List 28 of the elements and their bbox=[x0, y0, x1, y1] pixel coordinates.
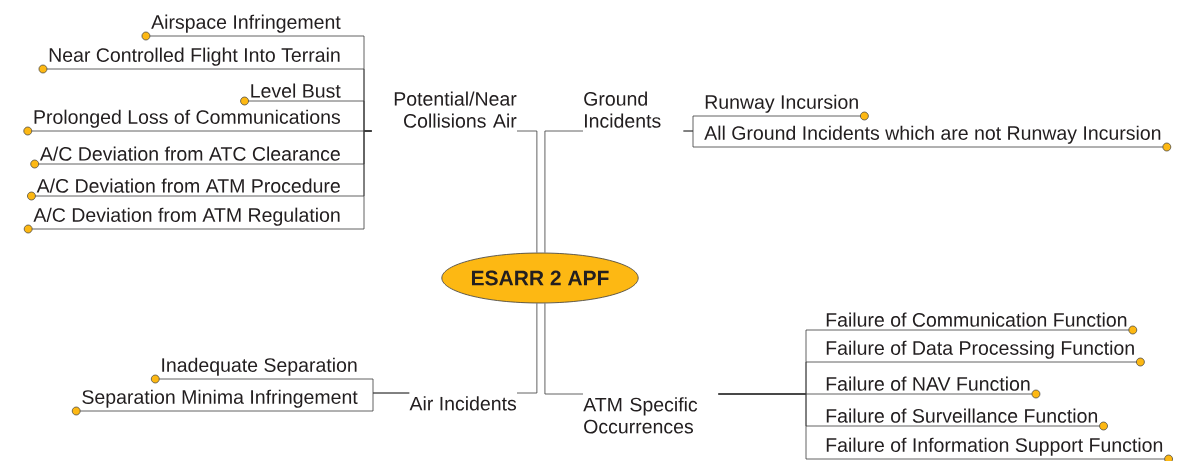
leaf-label: Near Controlled Flight Into Terrain bbox=[49, 47, 340, 66]
branch-label: ATM Specific Occurrences bbox=[583, 397, 698, 434]
leaf-label: Failure of Surveillance Function bbox=[826, 408, 1097, 423]
leaf-label: Inadequate Separation bbox=[162, 357, 357, 376]
branch-label: Ground Incidents bbox=[584, 91, 661, 128]
connector-line bbox=[544, 130, 584, 254]
leaf-label: Failure of Information Support Function bbox=[826, 437, 1163, 456]
leaf-label: Level Bust bbox=[251, 83, 341, 98]
connector-line bbox=[516, 303, 538, 394]
connector-line bbox=[31, 130, 372, 230]
leaf-label: Separation Minima Infringement bbox=[82, 389, 358, 408]
leaf-label: A/C Deviation from ATC Clearance bbox=[39, 146, 340, 161]
leaf-label: Failure of Data Processing Function bbox=[826, 340, 1134, 359]
leaf-label: All Ground Incidents which are not Runway Incursion bbox=[704, 125, 1161, 144]
branch-label: Potential/Near Collisions Air bbox=[394, 91, 517, 128]
connector-line bbox=[544, 302, 584, 395]
connector-line bbox=[718, 393, 1165, 460]
leaf-label: Runway Incursion bbox=[705, 94, 858, 113]
connector-line bbox=[516, 130, 538, 253]
leaf-label: A/C Deviation from ATM Procedure bbox=[36, 178, 340, 193]
branch-label: Air Incidents bbox=[409, 396, 517, 411]
connector-line bbox=[79, 392, 410, 412]
leaf-label: Failure of Communication Function bbox=[826, 312, 1127, 327]
leaf-label: Prolonged Loss of Communications bbox=[34, 109, 341, 128]
leaf-label: A/C Deviation from ATM Regulation bbox=[33, 207, 340, 226]
leaf-label: Failure of NAV Function bbox=[826, 376, 1030, 391]
leaf-label: Airspace Infringement bbox=[151, 14, 341, 33]
connector-line bbox=[683, 130, 1164, 148]
